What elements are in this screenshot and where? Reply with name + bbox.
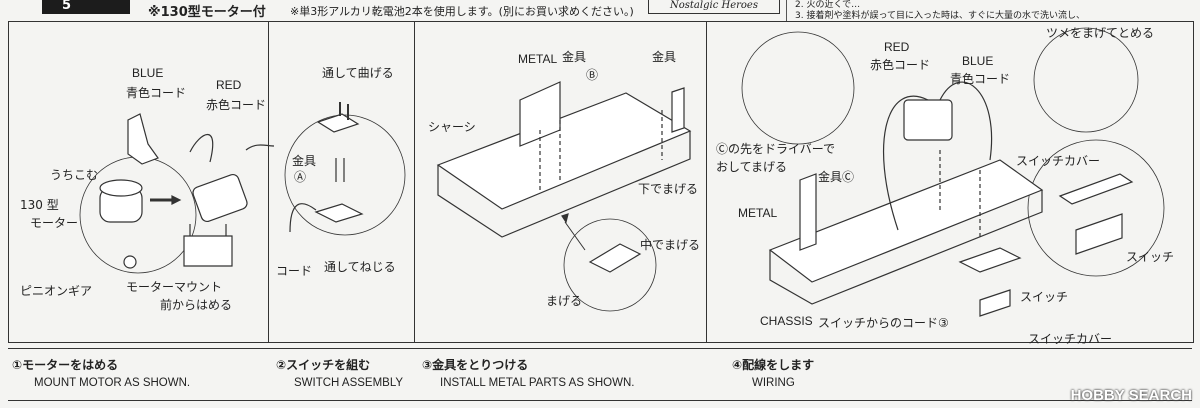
press-in-label: うちこむ xyxy=(50,168,99,182)
step-3-subtitle: INSTALL METAL PARTS AS SHOWN. xyxy=(440,377,635,389)
bend-middle-label: 中でまげる xyxy=(640,238,701,252)
cord-label: コード xyxy=(276,264,313,278)
warning-line: 2. 火の近くで… xyxy=(795,0,861,10)
step-2-title: ②スイッチを組む xyxy=(276,358,371,372)
panel-divider xyxy=(706,22,707,342)
watermark: HOBBY SEARCH xyxy=(1070,387,1192,404)
step-1-title: ①モーターをはめる xyxy=(12,358,119,372)
switch-label: スイッチ xyxy=(1126,250,1175,264)
step-4-subtitle: WIRING xyxy=(752,377,795,389)
pass-bend-label: 通して曲げる xyxy=(322,66,394,80)
bracket-b-letter: Ⓑ xyxy=(586,68,599,82)
page-title: ※130型モーター付 xyxy=(148,5,266,20)
pass-twist-label: 通してねじる xyxy=(324,260,396,274)
switch-cover-label: スイッチカバー xyxy=(1028,332,1113,346)
front-insert-label: 前からはめる xyxy=(160,298,233,312)
bracket-a-letter: Ⓐ xyxy=(294,170,307,184)
motor-label: モーター xyxy=(30,216,79,230)
switch-label: スイッチ xyxy=(1020,290,1069,304)
panel-divider xyxy=(268,22,269,342)
warning-box: 2. 火の近くで… 3. 接着剤や塗料が誤って目に入った時は、すぐに大量の水で洗… xyxy=(786,0,1200,22)
driver-note-label: おしてまげる xyxy=(716,160,788,174)
battery-note: ※単3形アルカリ乾電池2本を使用します。(別にお買い求めください。) xyxy=(290,5,634,18)
bracket-a-label: 金具 xyxy=(292,154,317,168)
red-cord-label: RED xyxy=(884,40,910,54)
chassis-label: CHASSIS xyxy=(760,314,813,328)
driver-note-label: Ⓒの先をドライバーで xyxy=(716,142,836,156)
red-cord-jp-label: 赤色コード xyxy=(206,98,267,112)
step-number-badge: 5 xyxy=(42,0,130,14)
switch-cord-label: スイッチからのコード③ xyxy=(818,316,949,330)
metal-label: METAL xyxy=(738,206,778,220)
blue-cord-jp-label: 青色コード xyxy=(950,72,1011,86)
chassis-jp-label: シャーシ xyxy=(428,120,476,134)
bracket-b-label: 金具 xyxy=(562,50,587,64)
panel-divider xyxy=(414,22,415,342)
steps-divider xyxy=(8,348,1192,349)
bracket-c-label: 金具Ⓒ xyxy=(818,170,855,184)
step-3-title: ③金具をとりつける xyxy=(422,358,529,372)
tab-bend-label: ツメをまげてとめる xyxy=(1046,26,1155,40)
switch-cover-label: スイッチカバー xyxy=(1016,154,1101,168)
warning-line: 3. 接着剤や塗料が誤って目に入った時は、すぐに大量の水で洗い流し、 xyxy=(795,11,1085,21)
pinion-gear-label: ピニオンギア xyxy=(20,284,93,298)
blue-cord-label: BLUE xyxy=(962,54,994,68)
step-4-title: ④配線をします xyxy=(732,358,815,372)
bend-label: まげる xyxy=(546,294,583,308)
red-cord-label: RED xyxy=(216,78,242,92)
red-cord-jp-label: 赤色コード xyxy=(870,58,931,72)
instruction-frame xyxy=(8,21,1194,343)
step-number: 5 xyxy=(62,0,72,13)
step-2-subtitle: SWITCH ASSEMBLY xyxy=(294,377,404,389)
bracket-label: 金具 xyxy=(652,50,677,64)
motor-type-label: 130 型 xyxy=(20,198,59,212)
metal-label: METAL xyxy=(518,52,558,66)
bend-down-label: 下でまげる xyxy=(638,182,699,196)
series-logo: Nostalgic Heroes xyxy=(648,0,780,14)
step-1-subtitle: MOUNT MOTOR AS SHOWN. xyxy=(34,377,191,389)
steps-divider xyxy=(8,400,1192,401)
blue-cord-label: BLUE xyxy=(132,66,164,80)
blue-cord-jp-label: 青色コード xyxy=(126,86,187,100)
motor-mount-label: モーターマウント xyxy=(126,280,223,294)
